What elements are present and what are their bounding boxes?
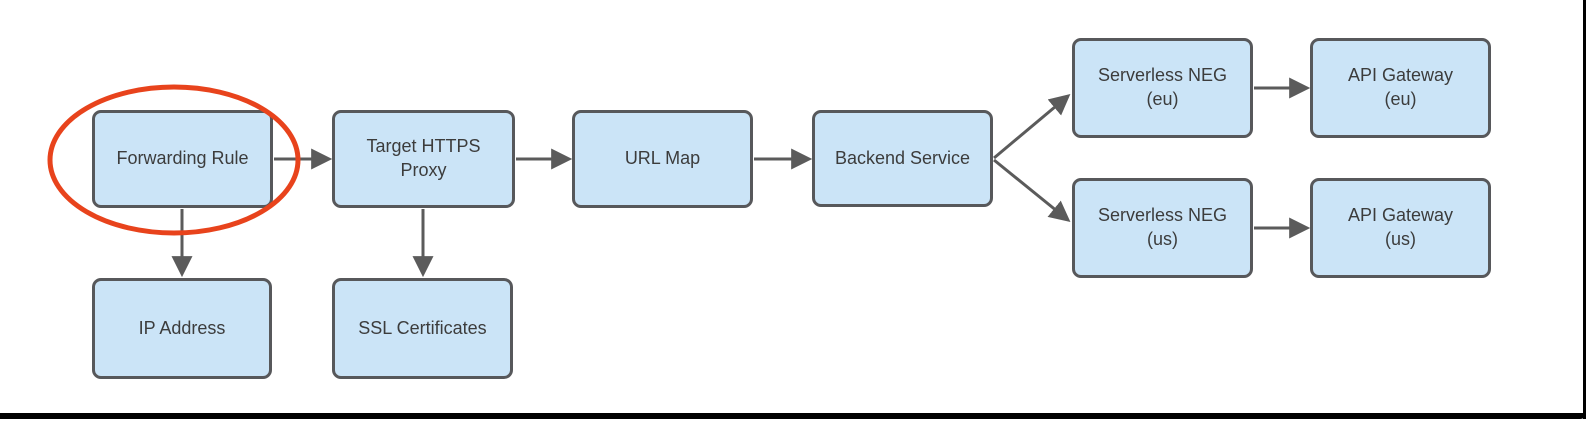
node-serverless-neg-eu[interactable]: Serverless NEG (eu) xyxy=(1072,38,1253,138)
node-label: API Gateway (us) xyxy=(1347,205,1454,249)
window-right-border xyxy=(1583,0,1586,419)
node-label: Serverless NEG (eu) xyxy=(1097,65,1228,109)
node-label: Target HTTPS Proxy xyxy=(366,136,481,180)
node-label: Forwarding Rule xyxy=(116,148,249,169)
node-label: Backend Service xyxy=(834,147,971,168)
node-api-gateway-us[interactable]: API Gateway (us) xyxy=(1310,178,1491,278)
node-serverless-neg-us[interactable]: Serverless NEG (us) xyxy=(1072,178,1253,278)
node-label: Serverless NEG (us) xyxy=(1097,205,1228,249)
node-label: IP Address xyxy=(138,317,226,338)
node-backend-service[interactable]: Backend Service xyxy=(812,110,993,207)
node-url-map[interactable]: URL Map xyxy=(572,110,753,208)
edge-backend-service-to-serverless-neg-eu xyxy=(993,93,1071,160)
window-bottom-border xyxy=(0,413,1586,419)
edge-backend-service-to-serverless-neg-us xyxy=(993,158,1071,222)
node-label: SSL Certificates xyxy=(358,317,487,338)
node-api-gateway-eu[interactable]: API Gateway (eu) xyxy=(1310,38,1491,138)
node-target-https-proxy[interactable]: Target HTTPS Proxy xyxy=(332,110,515,208)
node-label: URL Map xyxy=(624,148,701,169)
node-ssl-certificates[interactable]: SSL Certificates xyxy=(332,278,513,379)
node-label: API Gateway (eu) xyxy=(1347,65,1454,109)
node-forwarding-rule[interactable]: Forwarding Rule xyxy=(92,110,273,208)
node-ip-address[interactable]: IP Address xyxy=(92,278,272,379)
